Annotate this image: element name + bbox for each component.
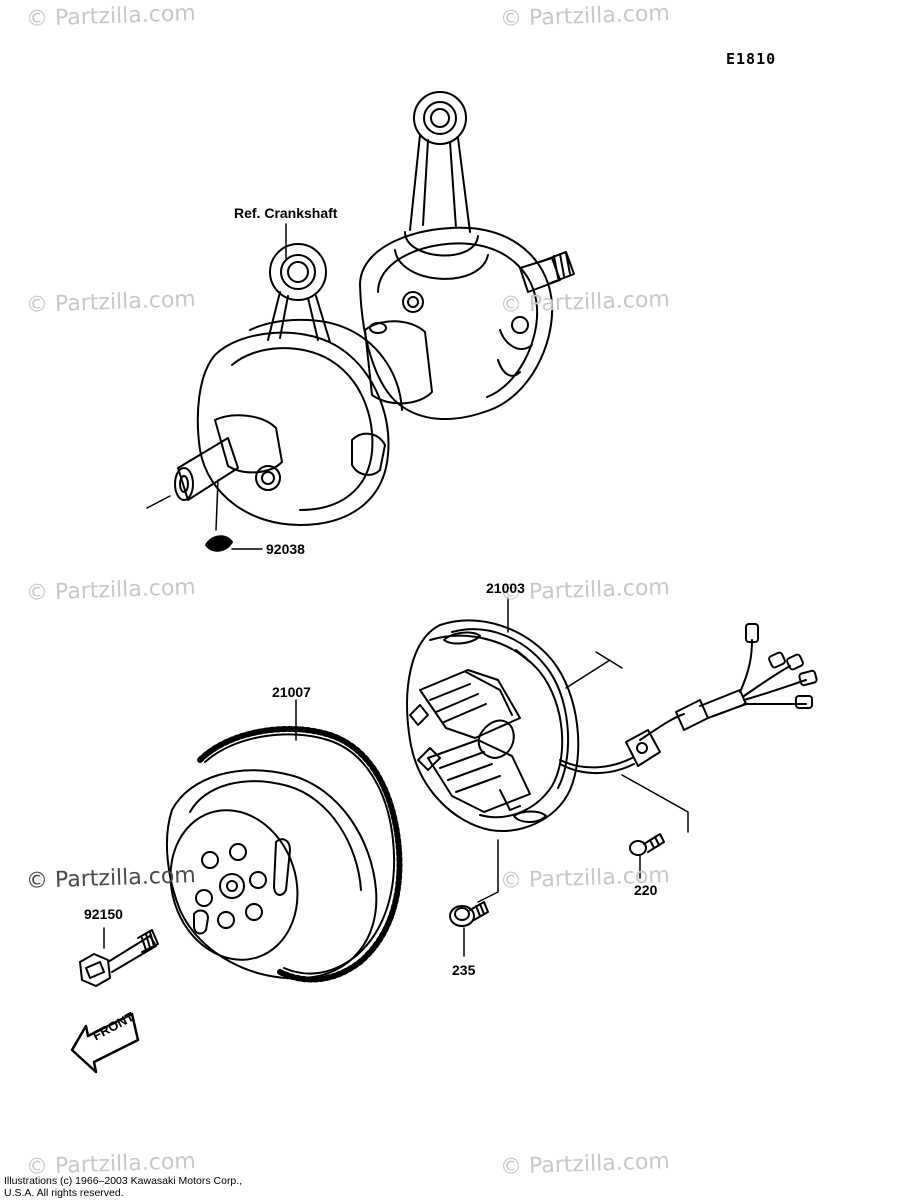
label-part-92038[interactable]: 92038 [266, 541, 305, 557]
front-arrow-icon [70, 1012, 140, 1074]
crankshaft-drawing [146, 91, 575, 552]
diagram-code: E1810 [726, 50, 777, 68]
label-part-92150[interactable]: 92150 [84, 906, 123, 922]
label-part-21003[interactable]: 21003 [486, 580, 525, 596]
label-part-220[interactable]: 220 [634, 882, 658, 898]
stator-drawing [406, 597, 818, 903]
label-part-21007[interactable]: 21007 [272, 684, 311, 700]
label-part-235[interactable]: 235 [452, 962, 476, 978]
flywheel-drawing [165, 699, 403, 983]
copyright-line-1: Illustrations (c) 1966–2003 Kawasaki Mot… [4, 1175, 243, 1187]
label-ref-crankshaft: Ref. Crankshaft [234, 205, 338, 221]
copyright-notice: Illustrations (c) 1966–2003 Kawasaki Mot… [4, 1175, 242, 1199]
clamp-screw-drawing [629, 833, 665, 879]
stator-screw-drawing [449, 901, 489, 957]
copyright-line-2: U.S.A. All rights reserved. [4, 1187, 124, 1199]
flywheel-bolt-drawing [79, 927, 159, 987]
